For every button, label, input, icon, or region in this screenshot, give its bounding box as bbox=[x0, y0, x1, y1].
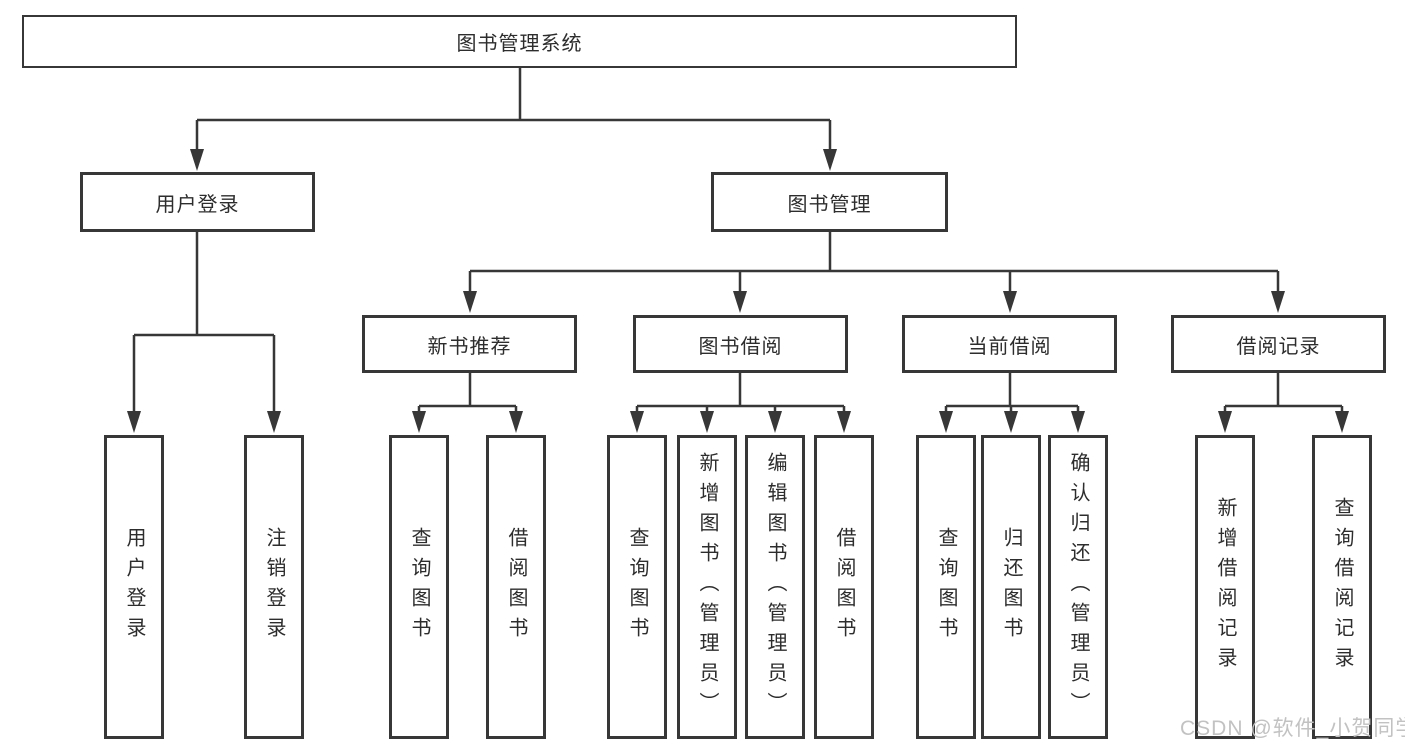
node-label: 用户登录 bbox=[123, 527, 145, 647]
leaf-add-books-admin: 新增图书（管理员） bbox=[677, 435, 737, 739]
leaf-edit-books-admin: 编辑图书（管理员） bbox=[745, 435, 805, 739]
leaf-query-borrow-record: 查询借阅记录 bbox=[1312, 435, 1372, 739]
leaf-borrow-books-2: 借阅图书 bbox=[814, 435, 874, 739]
node-label: 新书推荐 bbox=[427, 335, 512, 358]
node-label: 借阅图书 bbox=[505, 527, 527, 647]
connector-borrow-record-children bbox=[1218, 373, 1349, 433]
node-current-borrow: 当前借阅 bbox=[902, 315, 1117, 373]
connector-root-to-level2 bbox=[190, 68, 837, 171]
node-label: 借阅记录 bbox=[1236, 335, 1321, 358]
node-label: 归还图书 bbox=[1000, 527, 1022, 647]
connector-book-borrow-children bbox=[630, 373, 851, 433]
node-label: 当前借阅 bbox=[967, 335, 1052, 358]
node-label: 查询借阅记录 bbox=[1331, 497, 1353, 677]
node-label: 借阅图书 bbox=[833, 527, 855, 647]
node-label: 确认归还（管理员） bbox=[1067, 452, 1089, 722]
leaf-add-borrow-record: 新增借阅记录 bbox=[1195, 435, 1255, 739]
node-label: 查询图书 bbox=[408, 527, 430, 647]
node-root-system: 图书管理系统 bbox=[22, 15, 1017, 68]
node-book-borrow: 图书借阅 bbox=[633, 315, 848, 373]
connector-book-mgmt-to-level3 bbox=[463, 232, 1285, 313]
leaf-user-login: 用户登录 bbox=[104, 435, 164, 739]
node-label: 新增借阅记录 bbox=[1214, 497, 1236, 677]
leaf-confirm-return-admin: 确认归还（管理员） bbox=[1048, 435, 1108, 739]
leaf-logout: 注销登录 bbox=[244, 435, 304, 739]
csdn-watermark: CSDN @软件_小贺同学 bbox=[1180, 717, 1405, 740]
leaf-borrow-books-1: 借阅图书 bbox=[486, 435, 546, 739]
leaf-query-books-3: 查询图书 bbox=[916, 435, 976, 739]
node-label: 注销登录 bbox=[263, 527, 285, 647]
node-user-login: 用户登录 bbox=[80, 172, 315, 232]
node-label: 查询图书 bbox=[626, 527, 648, 647]
node-book-management: 图书管理 bbox=[711, 172, 948, 232]
node-label: 图书管理系统 bbox=[456, 33, 583, 55]
node-label: 图书管理 bbox=[787, 193, 872, 216]
node-label: 编辑图书（管理员） bbox=[764, 452, 786, 722]
node-label: 查询图书 bbox=[935, 527, 957, 647]
node-new-book-recommend: 新书推荐 bbox=[362, 315, 577, 373]
leaf-query-books-2: 查询图书 bbox=[607, 435, 667, 739]
connector-new-book-children bbox=[412, 373, 523, 433]
node-label: 用户登录 bbox=[155, 193, 240, 216]
node-borrow-record: 借阅记录 bbox=[1171, 315, 1386, 373]
connector-current-borrow-children bbox=[939, 373, 1085, 433]
leaf-return-books: 归还图书 bbox=[981, 435, 1041, 739]
leaf-query-books-1: 查询图书 bbox=[389, 435, 449, 739]
node-label: 新增图书（管理员） bbox=[696, 452, 718, 722]
node-label: 图书借阅 bbox=[698, 335, 783, 358]
connector-user-login-children bbox=[127, 232, 281, 433]
